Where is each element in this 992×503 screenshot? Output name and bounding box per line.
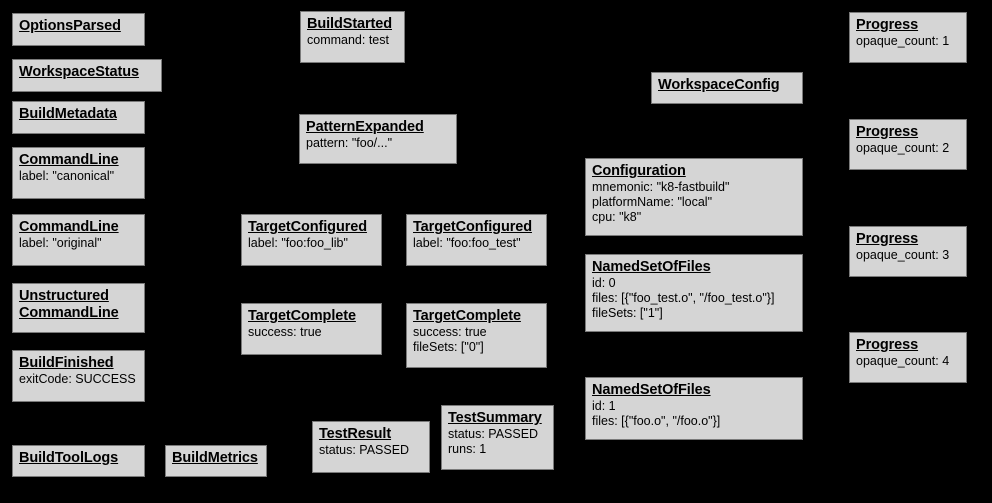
event-node-title: NamedSetOfFiles xyxy=(592,259,711,275)
event-node-title: Progress xyxy=(856,17,919,33)
event-node-field: label: "original" xyxy=(19,236,102,250)
event-node-title: OptionsParsed xyxy=(19,18,121,34)
event-node-fields: pattern: "foo/..." xyxy=(306,136,450,151)
event-node-build-metrics[interactable]: BuildMetrics xyxy=(165,445,267,477)
event-node-title: TargetComplete xyxy=(248,308,356,324)
event-node-fields: label: "foo:foo_test" xyxy=(413,236,540,251)
event-node-fields: label: "canonical" xyxy=(19,169,138,184)
event-node-fields: opaque_count: 2 xyxy=(856,141,960,156)
event-node-field: cpu: "k8" xyxy=(592,210,642,224)
event-node-title: CommandLine xyxy=(19,152,119,168)
event-node-options-parsed[interactable]: OptionsParsed xyxy=(12,13,145,46)
event-node-field: pattern: "foo/..." xyxy=(306,136,393,150)
event-node-field: opaque_count: 1 xyxy=(856,34,950,48)
event-node-title: TargetComplete xyxy=(413,308,521,324)
event-node-workspace-config[interactable]: WorkspaceConfig xyxy=(651,72,803,104)
event-node-field: fileSets: ["1"] xyxy=(592,306,663,320)
event-node-fields: exitCode: SUCCESS xyxy=(19,372,138,387)
event-node-build-tool-logs[interactable]: BuildToolLogs xyxy=(12,445,145,477)
event-node-field: opaque_count: 4 xyxy=(856,354,950,368)
event-node-field: label: "foo:foo_test" xyxy=(413,236,521,250)
event-node-title: BuildFinished xyxy=(19,355,114,371)
event-node-title: Progress xyxy=(856,231,919,247)
event-node-field: opaque_count: 3 xyxy=(856,248,950,262)
event-node-field: status: PASSED xyxy=(448,427,539,441)
event-node-fields: opaque_count: 4 xyxy=(856,354,960,369)
event-node-field: opaque_count: 2 xyxy=(856,141,950,155)
event-node-title: Progress xyxy=(856,337,919,353)
event-node-field: platformName: "local" xyxy=(592,195,713,209)
event-node-field: files: [{"foo.o", "/foo.o"}] xyxy=(592,414,721,428)
event-node-fields: command: test xyxy=(307,33,398,48)
event-node-title: Unstructured CommandLine xyxy=(19,288,119,321)
event-node-fields: label: "foo:foo_lib" xyxy=(248,236,375,251)
event-node-title: BuildMetadata xyxy=(19,106,117,122)
event-node-fields: mnemonic: "k8-fastbuild"platformName: "l… xyxy=(592,180,796,225)
event-node-title: TestResult xyxy=(319,426,392,442)
event-node-title: BuildToolLogs xyxy=(19,450,119,466)
event-node-title: Progress xyxy=(856,124,919,140)
event-node-title: TargetConfigured xyxy=(248,219,367,235)
event-node-workspace-status[interactable]: WorkspaceStatus xyxy=(12,59,162,92)
event-node-build-metadata[interactable]: BuildMetadata xyxy=(12,101,145,134)
event-node-field: success: true xyxy=(413,325,487,339)
event-node-title: WorkspaceStatus xyxy=(19,64,139,80)
event-node-field: label: "canonical" xyxy=(19,169,115,183)
event-node-unstructured-command-line[interactable]: Unstructured CommandLine xyxy=(12,283,145,333)
event-node-field: exitCode: SUCCESS xyxy=(19,372,136,386)
event-node-field: fileSets: ["0"] xyxy=(413,340,484,354)
event-node-title: NamedSetOfFiles xyxy=(592,382,711,398)
event-node-fields: opaque_count: 3 xyxy=(856,248,960,263)
event-node-fields: opaque_count: 1 xyxy=(856,34,960,49)
event-node-field: command: test xyxy=(307,33,389,47)
event-node-title: WorkspaceConfig xyxy=(658,77,780,93)
event-node-fields: success: true xyxy=(248,325,375,340)
event-node-field: id: 1 xyxy=(592,399,616,413)
event-node-title: PatternExpanded xyxy=(306,119,424,135)
event-node-title: CommandLine xyxy=(19,219,119,235)
event-node-fields: label: "original" xyxy=(19,236,138,251)
event-node-field: label: "foo:foo_lib" xyxy=(248,236,348,250)
event-node-field: mnemonic: "k8-fastbuild" xyxy=(592,180,730,194)
event-node-field: id: 0 xyxy=(592,276,616,290)
event-node-title: BuildMetrics xyxy=(172,450,258,466)
event-node-field: success: true xyxy=(248,325,322,339)
event-node-field: files: [{"foo_test.o", "/foo_test.o"}] xyxy=(592,291,775,305)
event-node-title: TestSummary xyxy=(448,410,542,426)
event-node-fields: status: PASSED xyxy=(319,443,423,458)
event-node-field: runs: 1 xyxy=(448,442,487,456)
event-node-title: TargetConfigured xyxy=(413,219,532,235)
event-node-title: Configuration xyxy=(592,163,686,179)
event-node-field: status: PASSED xyxy=(319,443,410,457)
event-node-title: BuildStarted xyxy=(307,16,393,32)
